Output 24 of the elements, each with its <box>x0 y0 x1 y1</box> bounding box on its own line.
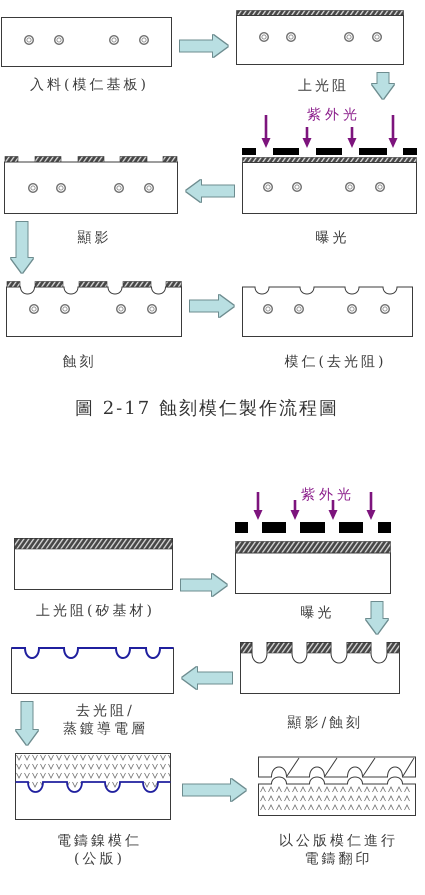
flow-arrow <box>186 180 234 202</box>
figure-caption: 圖 2-17 蝕刻模仁製作流程圖 <box>74 398 339 420</box>
step-caption: 顯影 <box>76 229 112 247</box>
step-caption: 去光阻/蒸鍍導電層 <box>62 702 149 738</box>
step-caption: 顯影/蝕刻 <box>286 714 364 732</box>
uv-light-label: 紫外光 <box>300 487 355 503</box>
step-caption: 上光阻(矽基材) <box>35 602 155 620</box>
flow-arrow <box>180 35 228 57</box>
step-caption: 上光阻 <box>297 77 349 95</box>
step-caption: 曝光 <box>300 604 334 622</box>
flow-arrow <box>181 574 227 596</box>
step-caption: 以公版模仁進行電鑄翻印 <box>278 832 399 868</box>
flow-arrow <box>372 73 394 99</box>
flow-arrow <box>11 222 33 273</box>
flow-arrow <box>366 602 388 634</box>
step-caption: 電鑄鎳模仁(公版) <box>56 832 143 868</box>
step-caption: 蝕刻 <box>62 353 96 371</box>
step-caption: 曝光 <box>314 229 350 247</box>
step-caption: 模仁(去光阻) <box>284 353 386 371</box>
flow-arrow <box>182 667 232 689</box>
step-caption: 入料(模仁基板) <box>29 76 149 94</box>
flow-arrow <box>190 295 234 317</box>
uv-light-label: 紫外光 <box>306 107 361 123</box>
flow-arrow <box>16 702 38 745</box>
